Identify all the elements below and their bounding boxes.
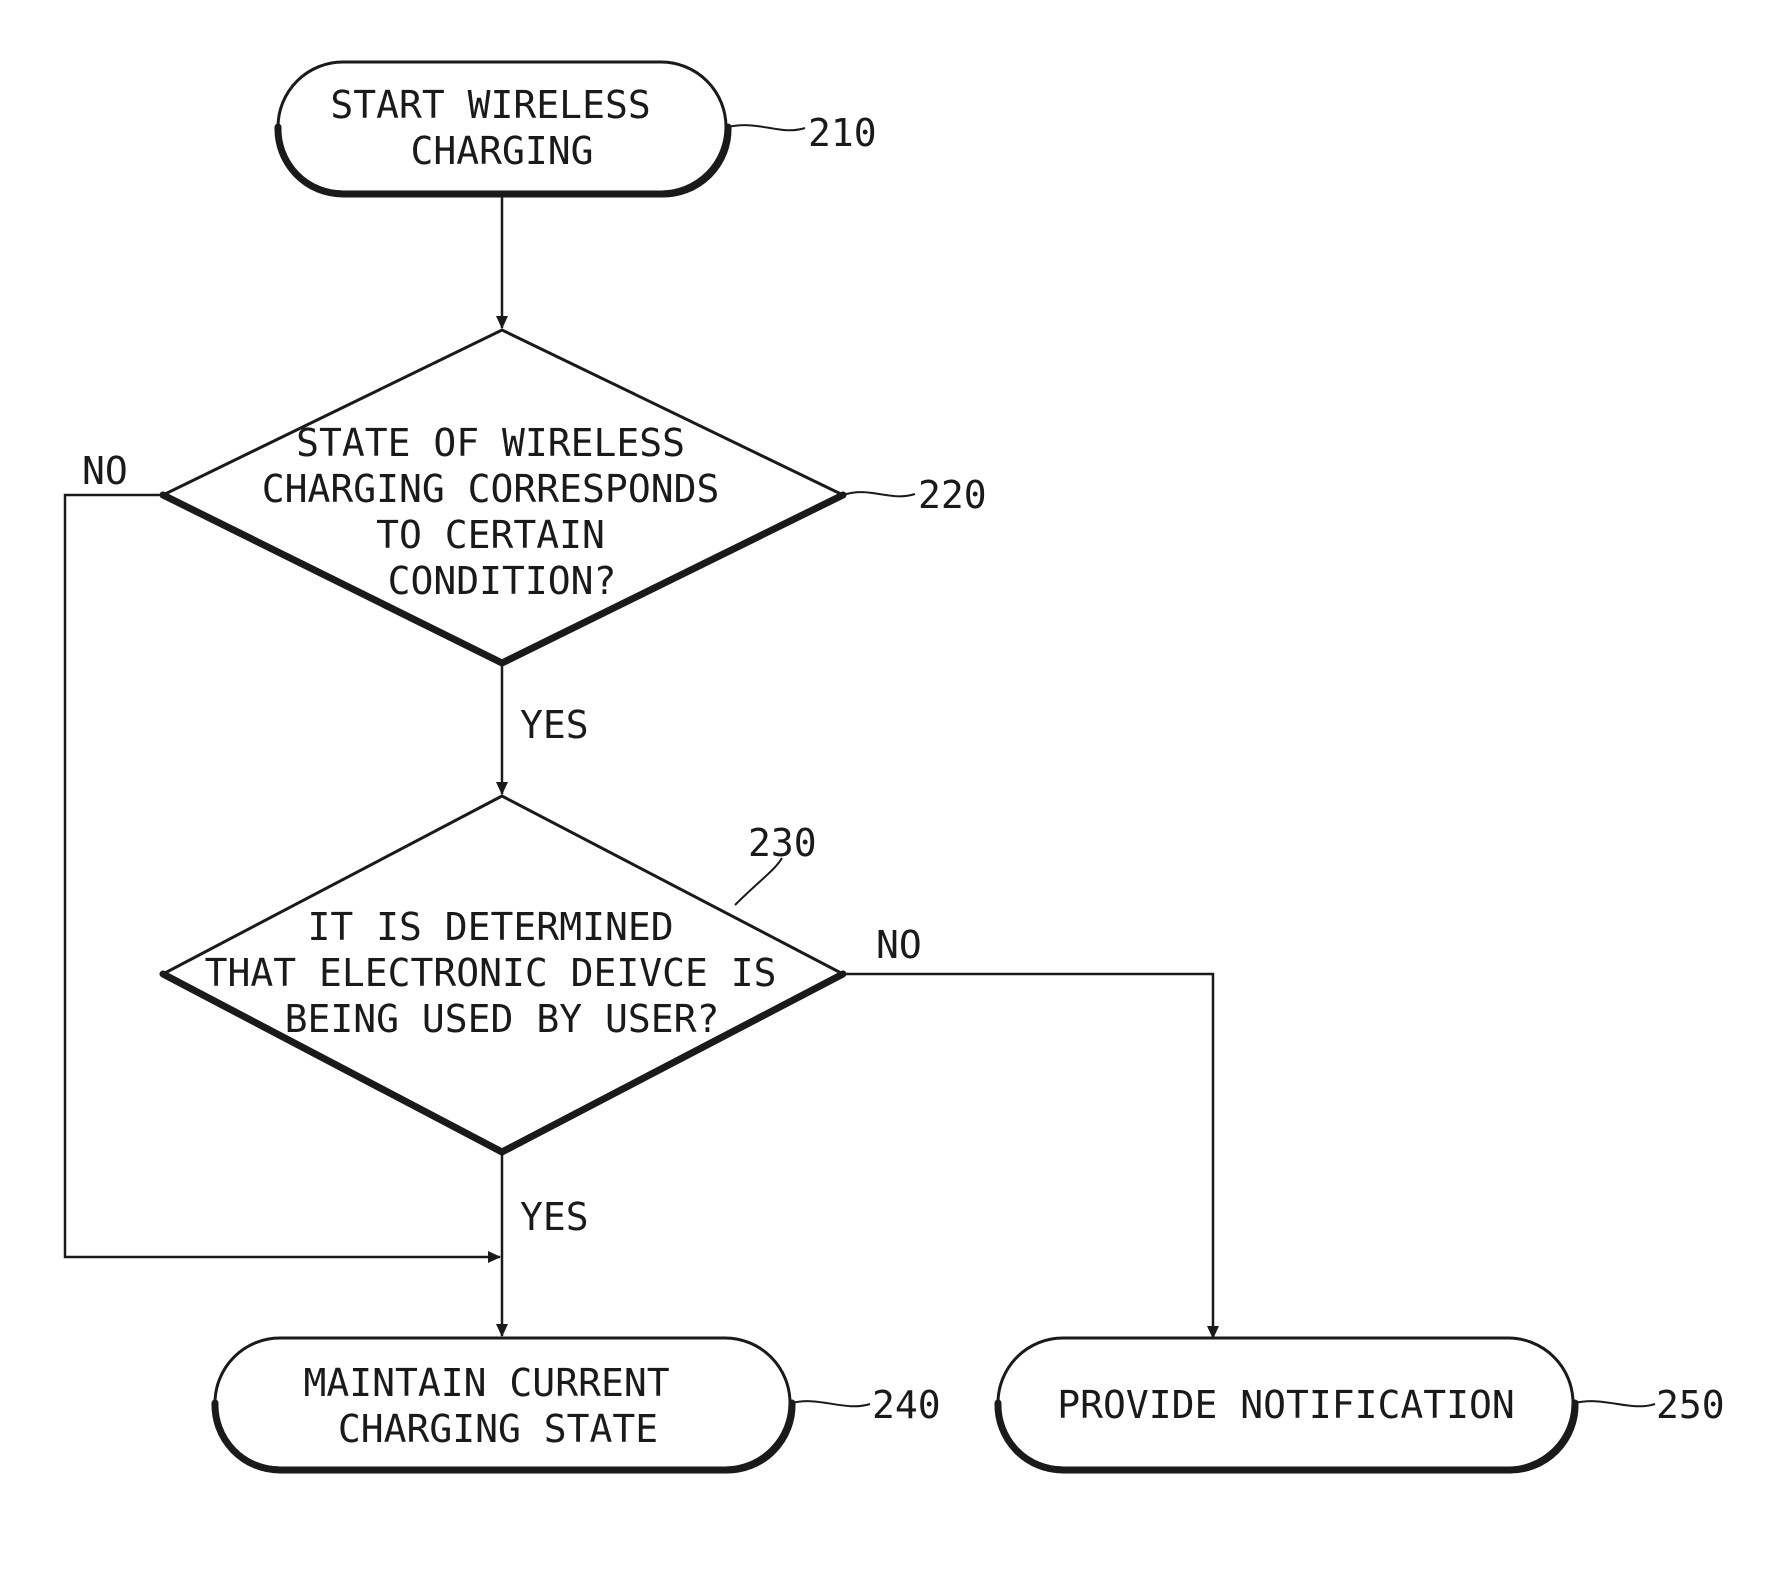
- notify-terminal-text: PROVIDE NOTIFICATION: [1057, 1383, 1515, 1427]
- condition-line-4: CONDITION?: [388, 559, 617, 603]
- start-terminal: START WIRELESS CHARGING: [278, 62, 728, 194]
- notify-ref: 250: [1656, 1383, 1725, 1427]
- decision-condition: STATE OF WIRELESS CHARGING CORRESPONDS T…: [163, 330, 843, 663]
- start-ref-leader: [728, 125, 805, 130]
- user-line-1: IT IS DETERMINED: [308, 905, 674, 949]
- user-line-3: BEING USED BY USER?: [285, 997, 720, 1041]
- notify-ref-leader: [1575, 1401, 1655, 1406]
- arrow-user-no: [843, 974, 1213, 1338]
- maintain-ref-leader: [792, 1401, 870, 1406]
- maintain-terminal: MAINTAIN CURRENT CHARGING STATE: [215, 1338, 792, 1470]
- maintain-line-2: CHARGING STATE: [338, 1407, 658, 1451]
- maintain-line-1: MAINTAIN CURRENT: [304, 1361, 670, 1405]
- condition-line-3: TO CERTAIN: [376, 513, 605, 557]
- condition-no-label: NO: [82, 449, 128, 493]
- user-ref: 230: [748, 821, 817, 865]
- user-line-2: THAT ELECTRONIC DEIVCE IS: [205, 951, 777, 995]
- condition-ref: 220: [918, 473, 987, 517]
- condition-ref-leader: [843, 492, 915, 496]
- maintain-ref: 240: [872, 1383, 941, 1427]
- decision-user: IT IS DETERMINED THAT ELECTRONIC DEIVCE …: [163, 796, 843, 1152]
- notify-terminal: PROVIDE NOTIFICATION: [998, 1338, 1575, 1470]
- user-yes-label: YES: [520, 1195, 589, 1239]
- condition-line-2: CHARGING CORRESPONDS: [262, 467, 720, 511]
- condition-line-1: STATE OF WIRELESS: [296, 421, 685, 465]
- start-ref: 210: [808, 111, 877, 155]
- start-line-1: START WIRELESS: [330, 83, 650, 127]
- user-ref-leader: [735, 858, 782, 905]
- start-line-2: CHARGING: [410, 129, 593, 173]
- condition-yes-label: YES: [520, 703, 589, 747]
- notify-line-1: PROVIDE NOTIFICATION: [1057, 1383, 1515, 1427]
- user-no-label: NO: [876, 923, 922, 967]
